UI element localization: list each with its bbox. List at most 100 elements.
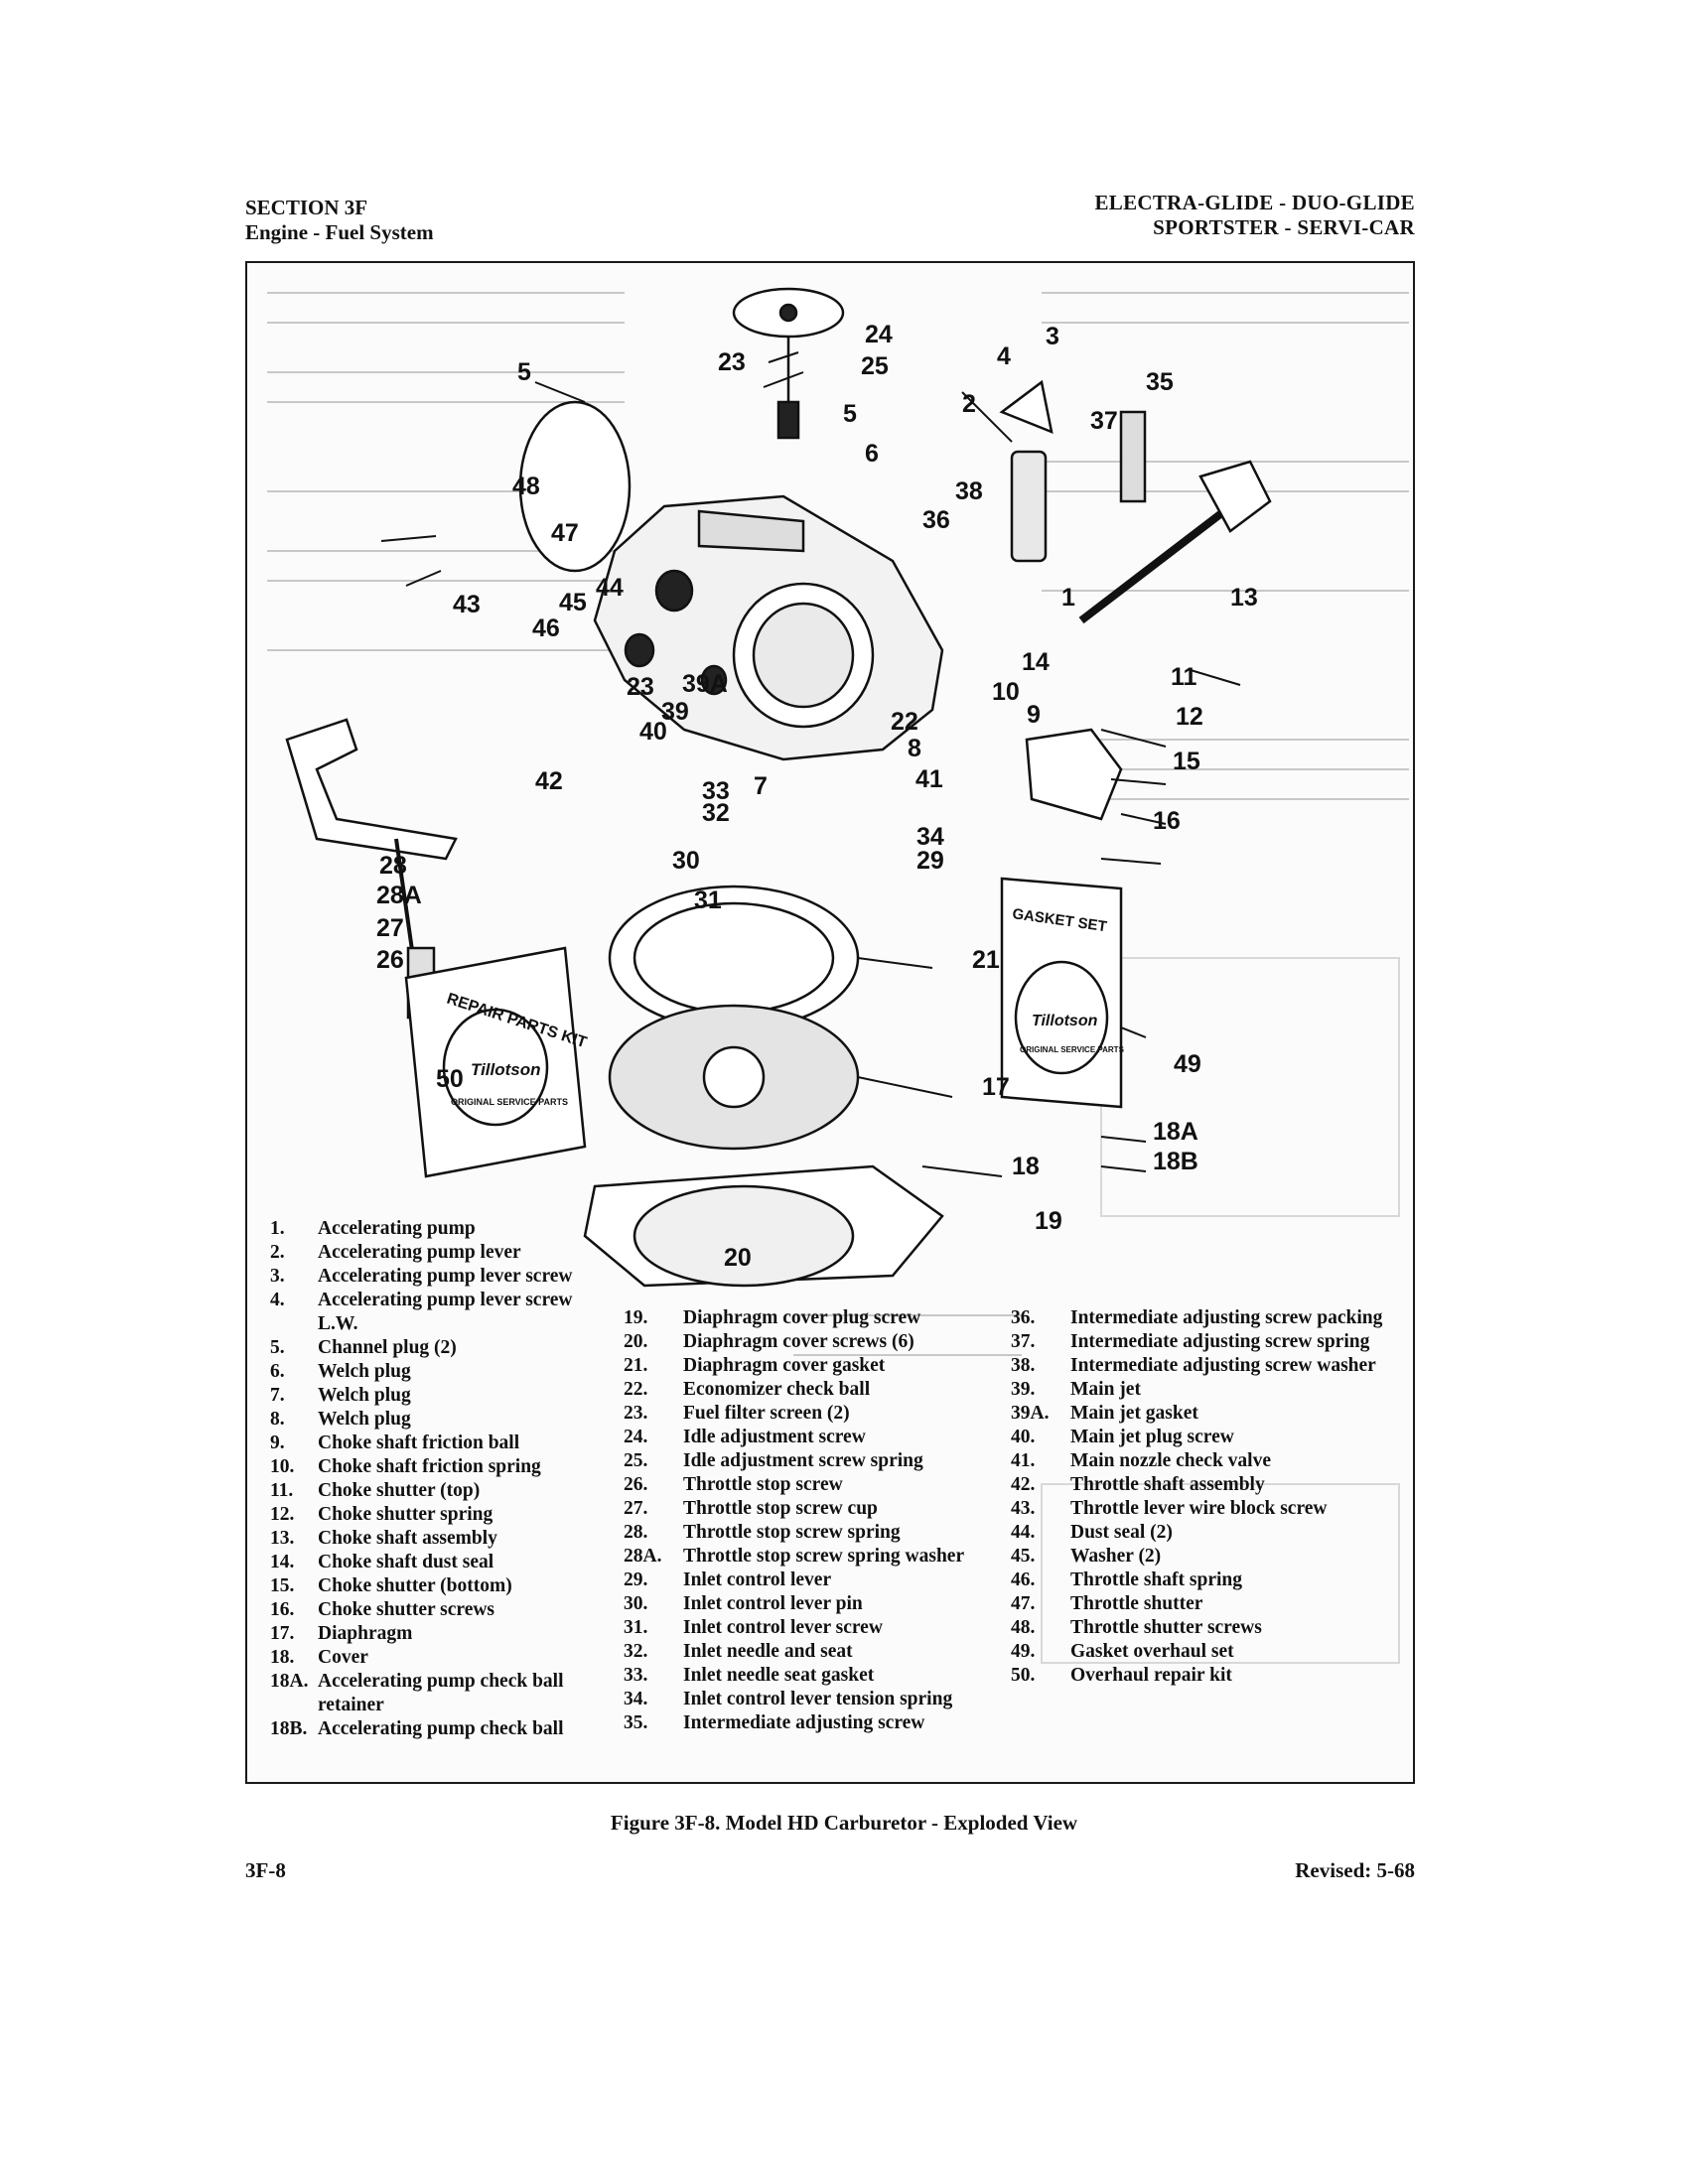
legend-entry: 2.Accelerating pump lever <box>270 1241 598 1265</box>
legend-entry-number: 39. <box>1011 1379 1036 1400</box>
legend-entry-number: 39A. <box>1011 1403 1050 1424</box>
legend-entry-text: Accelerating pump lever <box>318 1242 521 1263</box>
callout-34: 34 <box>916 823 944 851</box>
legend-entry-text: Inlet needle seat gasket <box>683 1665 875 1686</box>
legend-entry-number: 32. <box>624 1641 648 1662</box>
legend-entry-number: 41. <box>1011 1450 1036 1471</box>
legend-entry-number: 49. <box>1011 1641 1036 1662</box>
figure-caption: Figure 3F-8. Model HD Carburetor - Explo… <box>610 1811 1078 1835</box>
legend-entry-number: 19. <box>624 1307 648 1328</box>
legend-entry-number: 27. <box>624 1498 648 1519</box>
legend-entry-text: Diaphragm cover plug screw <box>683 1307 921 1328</box>
legend-entry: 33.Inlet needle seat gasket <box>624 1664 1001 1688</box>
legend-entry: 11.Choke shutter (top) <box>270 1479 598 1503</box>
legend-entry-number: 44. <box>1011 1522 1036 1543</box>
legend-entry: 50. Overhaul repair kit <box>1011 1664 1403 1688</box>
section-header: SECTION 3F Engine - Fuel System <box>245 196 434 245</box>
legend-entry-number: 37. <box>1011 1331 1036 1352</box>
legend-entry-number: 48. <box>1011 1617 1036 1638</box>
legend-entry-text: Overhaul repair kit <box>1070 1665 1232 1686</box>
callout-25: 25 <box>861 352 889 380</box>
callout-43: 43 <box>453 591 481 618</box>
carburetor-body <box>593 494 944 761</box>
legend-entry-number: 14. <box>270 1552 295 1572</box>
choke-shutter-bottom <box>1025 728 1123 821</box>
callout-19: 19 <box>1035 1207 1062 1235</box>
legend-entry-text: Intermediate adjusting screw washer <box>1070 1355 1376 1376</box>
legend-entry-number: 10. <box>270 1456 295 1477</box>
legend-entry: 18. Cover <box>270 1646 598 1670</box>
legend-entry: 16.Choke shutter screws <box>270 1598 598 1622</box>
callout-50: 50 <box>436 1065 464 1093</box>
legend-entry: 43.Throttle lever wire block screw <box>1011 1497 1403 1521</box>
callout-28a: 28A <box>376 882 422 909</box>
legend-entry-text: Choke shutter (top) <box>318 1480 481 1501</box>
legend-entry: 22.Economizer check ball <box>624 1378 1001 1402</box>
legend-entry-number: 18B. <box>270 1718 308 1739</box>
gasket-set-seal: ORIGINAL SERVICE PARTS <box>1020 1045 1125 1054</box>
legend-entry-text: Throttle stop screw spring <box>683 1522 901 1543</box>
legend-entry-text: Accelerating pump lever screw <box>318 1266 573 1287</box>
legend-entry-number: 46. <box>1011 1570 1036 1590</box>
legend-entry: 45.Washer (2) <box>1011 1545 1403 1569</box>
callout-32: 32 <box>702 799 730 827</box>
callout-16: 16 <box>1153 807 1181 835</box>
legend-entry-number: 5. <box>270 1337 285 1358</box>
callout-1: 1 <box>1061 584 1075 612</box>
legend-entry: 36.Intermediate adjusting screw packing <box>1011 1306 1403 1330</box>
legend-entry: 42.Throttle shaft assembly <box>1011 1473 1403 1497</box>
callout-8: 8 <box>908 735 921 762</box>
legend-entry-number: 47. <box>1011 1593 1036 1614</box>
legend-entry-number: 8. <box>270 1409 285 1430</box>
legend-entry-text: Main nozzle check valve <box>1070 1450 1271 1471</box>
callout-18: 18 <box>1012 1153 1040 1180</box>
legend-entry: 44.Dust seal (2) <box>1011 1521 1403 1545</box>
legend-entry-text: Main jet gasket <box>1070 1403 1198 1424</box>
legend-entry: 30.Inlet control lever pin <box>624 1592 1001 1616</box>
legend-entry-text: Choke shutter (bottom) <box>318 1575 512 1596</box>
callout-20: 20 <box>724 1244 752 1272</box>
legend-entry: 28A.Throttle stop screw spring washer <box>624 1545 1001 1569</box>
callout-23-top: 23 <box>718 348 746 376</box>
legend-entry: 28. Throttle stop screw spring <box>624 1521 1001 1545</box>
legend-entry-number: 21. <box>624 1355 648 1376</box>
callout-18b: 18B <box>1153 1148 1198 1175</box>
legend-entry-text: Idle adjustment screw spring <box>683 1450 923 1471</box>
legend-entry-number: 18. <box>270 1647 295 1668</box>
legend-entry-text: Diaphragm cover gasket <box>683 1355 886 1376</box>
callout-49: 49 <box>1174 1050 1201 1078</box>
callout-6: 6 <box>865 440 879 468</box>
legend-entry-number: 31. <box>624 1617 648 1638</box>
callout-7: 7 <box>754 772 768 800</box>
legend-entry-text: Cover <box>318 1647 368 1668</box>
legend-entry-text: Gasket overhaul set <box>1070 1641 1234 1662</box>
legend-entry-text: Welch plug <box>318 1385 411 1406</box>
legend-entry-number: 22. <box>624 1379 648 1400</box>
legend-entry-text: Diaphragm cover screws (6) <box>683 1331 914 1352</box>
callout-5-top: 5 <box>517 358 531 386</box>
legend-entry: 4.Accelerating pump lever screw L.W. <box>270 1289 598 1336</box>
legend-entry-number: 28. <box>624 1522 648 1543</box>
leader-lines <box>380 351 1241 1177</box>
legend-entry: 18B.Accelerating pump check ball <box>270 1717 598 1741</box>
legend-entry: 27.Throttle stop screw cup <box>624 1497 1001 1521</box>
legend-entry-text: Accelerating pump <box>318 1218 476 1239</box>
callout-39: 39 <box>661 698 689 726</box>
legend-entry-number: 16. <box>270 1599 295 1620</box>
legend-entry: 48.Throttle shutter screws <box>1011 1616 1403 1640</box>
legend-entry-number: 13. <box>270 1528 295 1549</box>
legend-entry: 1.Accelerating pump <box>270 1217 598 1241</box>
legend-entry: 34.Inlet control lever tension spring <box>624 1688 1001 1711</box>
callout-12: 12 <box>1176 703 1203 731</box>
legend-entry-number: 30. <box>624 1593 648 1614</box>
legend-entry-text: Inlet control lever <box>683 1570 832 1590</box>
legend-entry-number: 50. <box>1011 1665 1036 1686</box>
page-number: 3F-8 <box>245 1858 286 1882</box>
legend-entry-text: Choke shaft friction ball <box>318 1433 520 1453</box>
legend-entry: 21. Diaphragm cover gasket <box>624 1354 1001 1378</box>
legend-entry-text: Throttle lever wire block screw <box>1070 1498 1328 1519</box>
callout-45: 45 <box>559 589 587 616</box>
legend-entry: 15.Choke shutter (bottom) <box>270 1574 598 1598</box>
callout-11: 11 <box>1171 663 1197 691</box>
